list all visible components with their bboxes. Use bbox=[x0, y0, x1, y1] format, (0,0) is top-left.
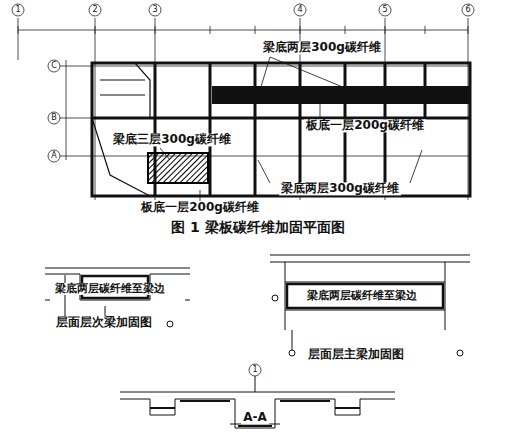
note-label: A-A bbox=[241, 411, 269, 424]
axis-number: 5 bbox=[382, 6, 387, 15]
axis-number: C bbox=[51, 62, 57, 71]
axis-number: A bbox=[51, 152, 56, 161]
note-label: 板底一层200g碳纤维 bbox=[304, 119, 426, 132]
note-label: 板底一层200g碳纤维 bbox=[139, 201, 261, 214]
axis-number: 2 bbox=[92, 6, 97, 15]
axis-number: 1 bbox=[252, 366, 257, 375]
note-label: 梁底两层300g碳纤维 bbox=[279, 182, 401, 195]
figure-caption: 图 1 梁板碳纤维加固平面图 bbox=[169, 220, 347, 235]
note-label: 梁底两层碳纤维至梁边 bbox=[305, 290, 419, 302]
note-label: 梁底两层碳纤维至梁边 bbox=[53, 283, 167, 295]
axis-number: 6 bbox=[465, 6, 470, 15]
axis-number: 1 bbox=[15, 6, 20, 15]
note-label: 层面层次梁加固图 bbox=[54, 316, 154, 329]
note-label: 层面层主梁加固图 bbox=[306, 348, 406, 361]
note-label: 梁底两层300g碳纤维 bbox=[261, 41, 383, 54]
axis-number: 3 bbox=[152, 6, 157, 15]
axis-number: 4 bbox=[297, 6, 302, 15]
note-label: 梁底三层300g碳纤维 bbox=[111, 133, 233, 146]
axis-number: B bbox=[51, 114, 57, 123]
